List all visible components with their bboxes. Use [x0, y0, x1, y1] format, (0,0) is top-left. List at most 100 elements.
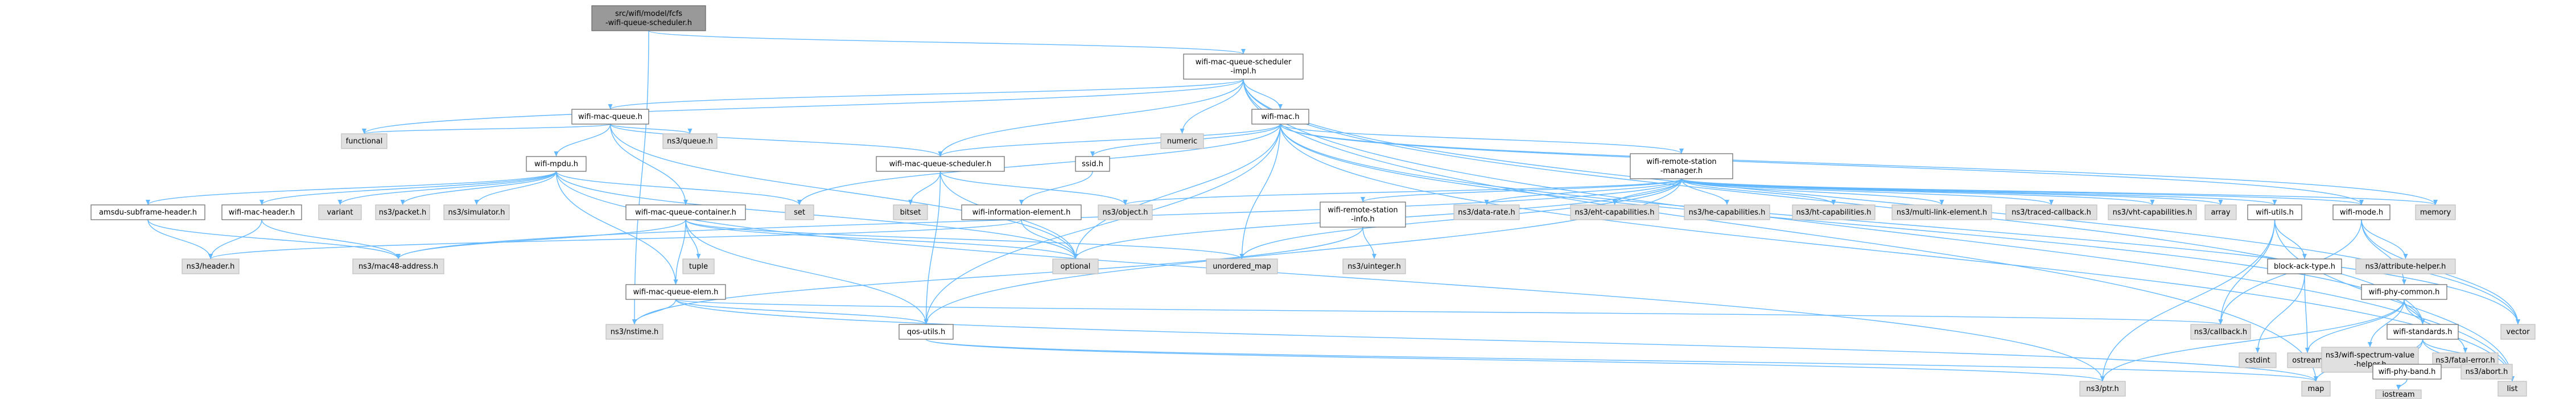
node-label: wifi-standards.h: [2393, 328, 2453, 336]
node-box: [898, 324, 954, 340]
edge-qos-to-ptr: [925, 339, 2103, 382]
edge-container-to-mac48: [398, 219, 686, 260]
edge-mpdu-to-amsdu: [147, 171, 557, 205]
node-box: [2361, 284, 2447, 300]
edge-elem-to-nstime: [634, 299, 677, 325]
node-label: map: [2308, 385, 2324, 393]
node-callback: ns3/callback.h: [2190, 324, 2251, 340]
arrowhead-blockack-to-cstdint: [2255, 348, 2260, 353]
node-container[interactable]: wifi-mac-queue-container.h: [625, 204, 746, 220]
arrowhead-phyband-to-iostream: [2396, 385, 2401, 390]
arrowhead-wrsi-to-uinteger: [1372, 254, 1376, 259]
node-label: -wifi-queue-scheduler.h: [605, 19, 692, 27]
edge-container-to-umap: [685, 219, 1243, 260]
node-box: [2387, 324, 2459, 340]
edge-elem-to-callback: [675, 299, 2221, 325]
node-array: array: [2204, 204, 2237, 220]
node-functional: functional: [341, 133, 388, 149]
node-label: ns3/abort.h: [2466, 368, 2508, 376]
node-box: [1206, 258, 1278, 274]
node-box: [1570, 204, 1659, 220]
node-box: [221, 204, 302, 220]
arrowhead-wrsm-to-wmode: [2359, 200, 2364, 205]
node-label: ns3/ht-capabilities.h: [1796, 208, 1872, 217]
node-numeric: numeric: [1160, 133, 1204, 149]
node-ssid[interactable]: ssid.h: [1075, 156, 1110, 172]
node-blockack[interactable]: block-ack-type.h: [2267, 258, 2342, 274]
arrowhead-mpdu-to-simulator: [474, 200, 479, 205]
edge-phyband-to-iostream: [2398, 379, 2408, 390]
node-box: [2267, 258, 2342, 274]
node-box: [625, 284, 726, 300]
node-wutils[interactable]: wifi-utils.h: [2247, 204, 2302, 220]
node-wmac[interactable]: wifi-mac.h: [1251, 109, 1309, 125]
node-tracedcb: ns3/traced-callback.h: [2005, 204, 2097, 220]
edge-wrsm-to-wrsi: [1362, 178, 1682, 203]
edge-root-to-nstime: [634, 30, 649, 325]
node-wrsm[interactable]: wifi-remote-station-manager.h: [1630, 153, 1733, 179]
edge-wmac-to-qos: [925, 124, 1281, 325]
node-label: wifi-mac.h: [1261, 113, 1299, 121]
node-label: list: [2507, 385, 2517, 393]
node-box: [2355, 258, 2456, 274]
node-label: ns3/fatal-error.h: [2435, 356, 2495, 365]
node-tuple: tuple: [682, 258, 715, 274]
arrowhead-container-to-elem: [673, 279, 678, 285]
edge-wutils-to-blockack: [2274, 219, 2305, 260]
arrowhead-qos-to-ptr: [2100, 376, 2105, 381]
node-wmode[interactable]: wifi-mode.h: [2332, 204, 2390, 220]
node-box: [1160, 133, 1204, 149]
edge-impl-to-vector: [1243, 79, 2519, 325]
edge-impl-to-numeric: [1181, 79, 1244, 134]
node-wie[interactable]: wifi-information-element.h: [961, 204, 1082, 220]
node-wmq[interactable]: wifi-mac-queue.h: [571, 109, 649, 125]
node-ptr: ns3/ptr.h: [2079, 381, 2126, 397]
node-label: ns3/nstime.h: [611, 328, 658, 336]
edge-phycommon-to-wstandards: [2404, 299, 2423, 325]
arrowhead-wmac-to-wmqs: [938, 151, 943, 157]
arrowhead-wrsm-to-mle: [1939, 200, 1944, 205]
node-box: [90, 204, 205, 220]
edge-impl-to-wmqs: [939, 79, 1244, 157]
node-phycommon[interactable]: wifi-phy-common.h: [2361, 284, 2447, 300]
node-box: [1684, 204, 1770, 220]
node-wmqs[interactable]: wifi-mac-queue-scheduler.h: [876, 156, 1005, 172]
node-box: [1630, 153, 1733, 179]
node-wrsi[interactable]: wifi-remote-station-info.h: [1320, 201, 1406, 228]
node-label: set: [794, 208, 805, 217]
node-box: [352, 258, 444, 274]
node-label: wifi-mpdu.h: [534, 160, 578, 168]
node-box: [2460, 364, 2513, 380]
node-elem[interactable]: wifi-mac-queue-elem.h: [625, 284, 726, 300]
edge-wmq-to-optional: [609, 124, 1076, 260]
node-mpdu[interactable]: wifi-mpdu.h: [526, 156, 587, 172]
node-box: [571, 109, 649, 125]
node-label: ns3/traced-callback.h: [2012, 208, 2091, 217]
edge-wmac-to-umap: [1241, 124, 1281, 260]
node-qos[interactable]: qos-utils.h: [898, 324, 954, 340]
edge-wmac-to-wmqs: [939, 124, 1281, 157]
edge-wmac-to-set: [799, 124, 1281, 205]
node-impl[interactable]: wifi-mac-queue-scheduler-impl.h: [1183, 54, 1304, 80]
node-root[interactable]: src/wifi/model/fcfs-wifi-queue-scheduler…: [591, 5, 706, 31]
edge-impl-to-list: [1243, 79, 2513, 382]
edge-impl-to-functional: [364, 79, 1244, 134]
edge-elem-to-map: [675, 299, 2317, 382]
node-wstandards[interactable]: wifi-standards.h: [2387, 324, 2459, 340]
node-vector: vector: [2500, 324, 2536, 340]
arrowhead-wmq-to-container: [683, 200, 688, 205]
edge-container-to-optional: [685, 219, 1076, 260]
edge-wie-to-optional: [1021, 219, 1076, 260]
node-wmh[interactable]: wifi-mac-header.h: [221, 204, 302, 220]
node-box: [2005, 204, 2097, 220]
node-list: list: [2497, 381, 2527, 397]
node-variant: variant: [318, 204, 362, 220]
node-amsdu[interactable]: amsdu-subframe-header.h: [90, 204, 205, 220]
node-phyband[interactable]: wifi-phy-band.h: [2372, 364, 2442, 380]
node-label: -manager.h: [1660, 167, 1703, 175]
node-box: [2079, 381, 2126, 397]
arrowhead-wutils-to-blockack: [2302, 254, 2307, 259]
arrowhead-wrsm-to-wrsi: [1361, 197, 1365, 202]
edge-wmq-to-functional: [364, 124, 611, 134]
node-label: ns3/callback.h: [2194, 328, 2247, 336]
